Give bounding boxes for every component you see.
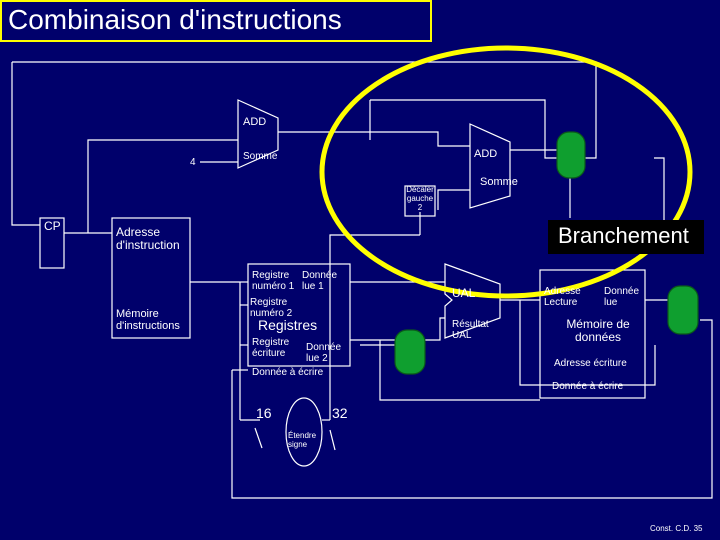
somme-left-label: Somme [243, 151, 278, 162]
somme-right-label: Somme [480, 176, 518, 188]
read-reg2-label: Registre numéro 2 [250, 297, 293, 319]
program-counter [39, 217, 65, 269]
page-title: Combinaison d'instructions [8, 4, 342, 35]
wire-adder-out [278, 131, 470, 147]
cp-label: CP [44, 219, 61, 233]
instruction-memory-block [111, 217, 191, 339]
read-data2-label: Donnée lue 2 [306, 342, 342, 364]
mux-pc [556, 131, 586, 179]
branch-label-box: Branchement [548, 220, 704, 254]
sign-extend-shape [285, 397, 323, 467]
branch-highlight [319, 45, 693, 299]
wire-write-data [231, 319, 713, 499]
ual-label: UAL [452, 286, 476, 300]
wire-ual-down [519, 300, 656, 386]
read-reg1-label: Registre numéro 1 [252, 270, 295, 292]
sign-extend-label: Étendre signe [288, 431, 317, 449]
wire-cp-to-adder [87, 139, 238, 233]
mux-mem-to-reg [667, 285, 699, 335]
bus-tick-32 [329, 429, 336, 451]
adder-top [237, 99, 279, 169]
wire-outer-loop [11, 61, 597, 226]
bus-tick-16 [254, 427, 263, 449]
mem-read-data-label: Donnée lue [604, 286, 640, 308]
branch-label: Branchement [558, 223, 689, 248]
ual-result-label: Résultat UAL [452, 319, 489, 341]
registers-label: Registres [258, 317, 318, 333]
data-memory-label: Mémoire de données [566, 317, 630, 345]
wire-shift-up [437, 189, 470, 210]
ual-block [444, 263, 501, 339]
write-reg-label: Registre écriture [252, 337, 290, 359]
mem-address-label: Adresse Lecture [544, 286, 581, 308]
instr-memory-label: Mémoire d'instructions [116, 308, 180, 333]
wire-mux-to-ual [425, 317, 445, 341]
register-file-block [247, 263, 351, 367]
mux-ual-src [394, 329, 426, 375]
adder-branch [469, 123, 511, 209]
wire-shift-feed [329, 234, 420, 420]
read-data1-label: Donnée lue 1 [302, 270, 338, 292]
constant-four: 4 [190, 157, 196, 168]
adder-top-label: ADD [243, 116, 267, 128]
data-memory-block [539, 269, 646, 399]
bits-32-label: 32 [332, 405, 348, 421]
instr-address-label: Adresse d'instruction [116, 225, 180, 253]
title-bar: Combinaison d'instructions [0, 0, 432, 42]
wire-top-frame [370, 99, 557, 159]
wire-branch-right [654, 157, 665, 220]
shift-left-label: Décaler gauche 2 [406, 185, 434, 212]
slide-footer: Const. C.D. 35 [650, 524, 703, 533]
bits-16-label: 16 [256, 405, 272, 421]
mem-write-data-label: Donnée à écrire [552, 381, 624, 392]
wire-rd2-to-mem [379, 340, 540, 401]
adder-branch-label: ADD [474, 148, 498, 160]
write-data-label: Donnée à écrire [252, 367, 324, 378]
mem-write-address-label: Adresse écriture [554, 358, 627, 369]
shift-left-block [404, 185, 436, 217]
